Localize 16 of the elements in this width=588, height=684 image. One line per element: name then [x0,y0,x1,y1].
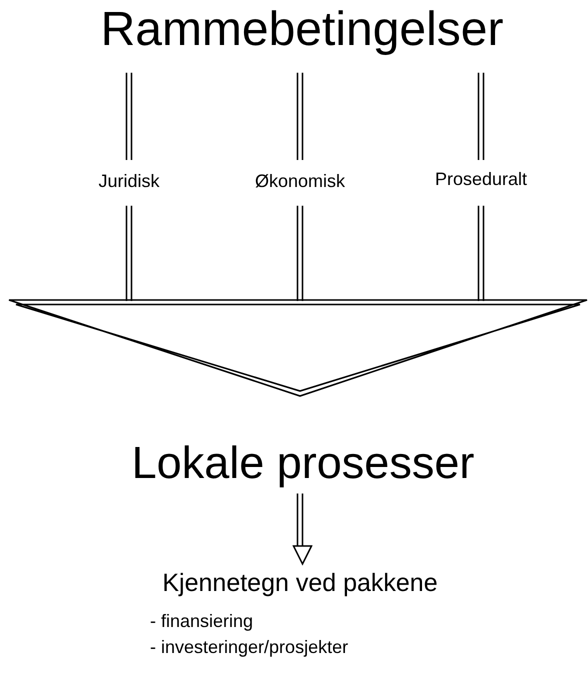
double-line [296,205,304,302]
list-item: - finansiering [150,612,254,632]
double-line [126,72,132,161]
double-line [478,72,484,161]
hollow-arrow [292,492,312,565]
category-label: Økonomisk [254,172,346,192]
category-label: Proseduralt [434,170,528,190]
category-label: Juridisk [98,172,160,192]
list-item: - investeringer/prosjekter [150,638,348,658]
funnel-triangle [8,298,588,398]
double-line [296,72,304,161]
double-line [126,205,132,302]
heading-text: Rammebetingelser [100,4,504,57]
heading-text: Lokale prosesser [132,438,474,488]
subheading-text: Kjennetegn ved pakkene [162,570,438,598]
double-line [478,205,484,302]
